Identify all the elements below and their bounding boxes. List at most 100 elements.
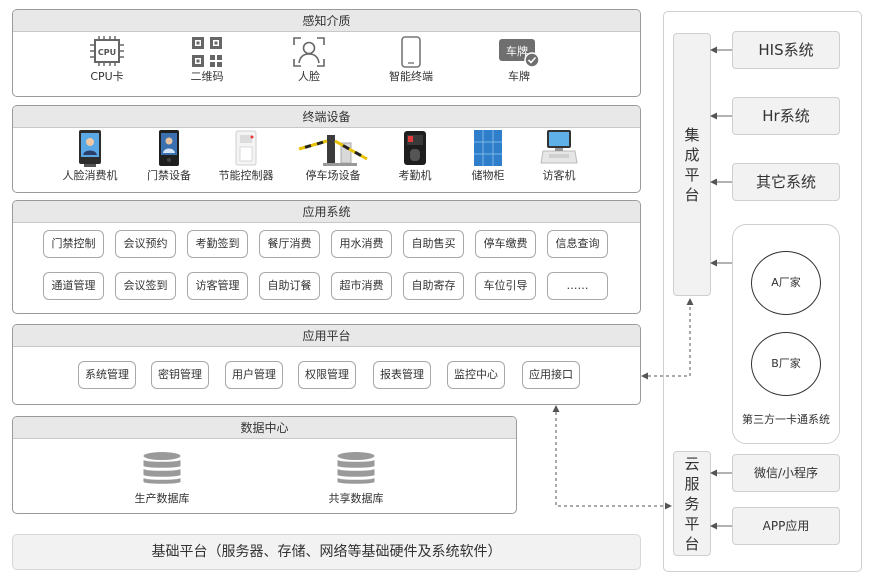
app-canteen-pay: 餐厅消费 bbox=[259, 230, 320, 258]
cloud-char: 台 bbox=[684, 534, 700, 553]
app-info-query: 信息查询 bbox=[547, 230, 608, 258]
apps-title: 应用系统 bbox=[13, 201, 640, 223]
device-item-energy: 节能控制器 bbox=[211, 129, 281, 183]
app-parking-guide: 车位引导 bbox=[475, 272, 536, 300]
attendance-machine-icon bbox=[404, 131, 426, 165]
datacenter-title: 数据中心 bbox=[13, 417, 516, 439]
device-item-attendance: 考勤机 bbox=[380, 129, 450, 183]
device-item-parking: 停车场设备 bbox=[295, 129, 371, 183]
cloud-service-bar: 云 服 务 平 台 bbox=[673, 451, 711, 556]
app-meeting-signin: 会议签到 bbox=[115, 272, 176, 300]
device-label-parking: 停车场设备 bbox=[305, 169, 361, 182]
base-platform-bar: 基础平台（服务器、存储、网络等基础硬件及系统软件） bbox=[12, 534, 641, 570]
app-water-pay: 用水消费 bbox=[331, 230, 392, 258]
vendor-a-label: A厂家 bbox=[771, 276, 801, 289]
database-icon bbox=[336, 451, 376, 485]
access-control-device-icon bbox=[159, 130, 179, 166]
link-platform-cloud bbox=[552, 405, 672, 510]
perception-title: 感知介质 bbox=[13, 10, 640, 32]
perception-item-plate: 车牌 车牌 bbox=[484, 36, 554, 84]
device-item-visitor: 访客机 bbox=[524, 129, 594, 183]
energy-controller-icon bbox=[235, 130, 257, 166]
perception-item-cpu: CPU CPU卡 bbox=[72, 36, 142, 84]
cpu-chip-icon: CPU bbox=[90, 36, 124, 66]
perception-label-face: 人脸 bbox=[298, 70, 320, 83]
app-more: …… bbox=[547, 272, 608, 300]
platform-monitor-center: 监控中心 bbox=[447, 361, 505, 389]
device-item-face-pay: 人脸消费机 bbox=[55, 129, 125, 183]
device-label-visitor: 访客机 bbox=[542, 169, 576, 182]
app-visitor-management: 访客管理 bbox=[187, 272, 248, 300]
system-his: HIS系统 bbox=[732, 31, 840, 69]
device-label-attendance: 考勤机 bbox=[398, 169, 432, 182]
devices-title: 终端设备 bbox=[13, 106, 640, 128]
cloud-char: 平 bbox=[684, 514, 700, 533]
system-hr: Hr系统 bbox=[732, 97, 840, 135]
plate-icon-text: 车牌 bbox=[506, 44, 528, 58]
third-party-label: 第三方一卡通系统 bbox=[742, 413, 830, 426]
datacenter-label-production: 生产数据库 bbox=[134, 492, 190, 505]
app-door-control: 门禁控制 bbox=[43, 230, 104, 258]
device-label-face-pay: 人脸消费机 bbox=[62, 169, 118, 182]
perception-label-terminal: 智能终端 bbox=[389, 70, 433, 83]
app-self-purchase: 自助售买 bbox=[403, 230, 464, 258]
cpu-icon-text: CPU bbox=[98, 48, 116, 57]
cloud-char: 云 bbox=[684, 454, 700, 473]
vendor-b-label: B厂家 bbox=[771, 357, 801, 370]
device-label-access: 门禁设备 bbox=[147, 169, 191, 182]
app-supermarket-pay: 超市消费 bbox=[331, 272, 392, 300]
cloud-char: 务 bbox=[684, 494, 700, 513]
platform-system-management: 系统管理 bbox=[78, 361, 136, 389]
perception-item-terminal: 智能终端 bbox=[376, 36, 446, 84]
system-other: 其它系统 bbox=[732, 163, 840, 201]
app-channel-management: 通道管理 bbox=[43, 272, 104, 300]
perception-item-face: 人脸 bbox=[274, 36, 344, 84]
license-plate-icon: 车牌 bbox=[499, 39, 540, 68]
visitor-machine-icon bbox=[540, 130, 578, 164]
datacenter-label-shared: 共享数据库 bbox=[328, 492, 384, 505]
device-item-access: 门禁设备 bbox=[134, 129, 204, 183]
qr-code-icon bbox=[192, 37, 222, 67]
platform-key-management: 密钥管理 bbox=[151, 361, 209, 389]
app-attendance-checkin: 考勤签到 bbox=[187, 230, 248, 258]
integration-char: 台 bbox=[684, 185, 700, 204]
integration-platform-bar: 集 成 平 台 bbox=[673, 33, 711, 296]
datacenter-panel: 数据中心 bbox=[12, 416, 517, 514]
integration-char: 集 bbox=[684, 125, 700, 144]
integration-char: 平 bbox=[684, 165, 700, 184]
perception-label-cpu: CPU卡 bbox=[90, 70, 124, 83]
perception-panel: 感知介质 bbox=[12, 9, 641, 97]
platform-report-management: 报表管理 bbox=[373, 361, 431, 389]
platform-app-interface: 应用接口 bbox=[522, 361, 580, 389]
device-item-locker: 储物柜 bbox=[453, 129, 523, 183]
face-scan-icon bbox=[293, 37, 325, 67]
datacenter-item-production: 生产数据库 bbox=[122, 450, 202, 506]
smartphone-icon bbox=[401, 36, 421, 68]
face-pay-terminal-icon bbox=[79, 130, 101, 167]
platform-permission-management: 权限管理 bbox=[298, 361, 356, 389]
base-platform-label: 基础平台（服务器、存储、网络等基础硬件及系统软件） bbox=[151, 544, 502, 560]
vendor-a: A厂家 bbox=[751, 251, 821, 315]
cloud-app: APP应用 bbox=[732, 507, 840, 545]
app-self-storage: 自助寄存 bbox=[403, 272, 464, 300]
locker-icon bbox=[474, 130, 502, 166]
app-parking-pay: 停车缴费 bbox=[475, 230, 536, 258]
perception-label-qr: 二维码 bbox=[190, 70, 224, 83]
datacenter-item-shared: 共享数据库 bbox=[316, 450, 396, 506]
perception-label-plate: 车牌 bbox=[508, 70, 530, 83]
perception-item-qr: 二维码 bbox=[172, 36, 242, 84]
device-label-locker: 储物柜 bbox=[471, 169, 505, 182]
vendor-b: B厂家 bbox=[751, 332, 821, 396]
parking-barrier-icon bbox=[298, 135, 368, 166]
link-platform-integration bbox=[641, 298, 694, 380]
cloud-char: 服 bbox=[684, 474, 700, 493]
platform-title: 应用平台 bbox=[13, 325, 640, 347]
platform-user-management: 用户管理 bbox=[225, 361, 283, 389]
cloud-wechat-miniprogram: 微信/小程序 bbox=[732, 454, 840, 492]
devices-panel: 终端设备 bbox=[12, 105, 641, 193]
device-label-energy: 节能控制器 bbox=[218, 169, 274, 182]
integration-char: 成 bbox=[684, 145, 700, 164]
app-self-meal-order: 自助订餐 bbox=[259, 272, 320, 300]
app-meeting-booking: 会议预约 bbox=[115, 230, 176, 258]
